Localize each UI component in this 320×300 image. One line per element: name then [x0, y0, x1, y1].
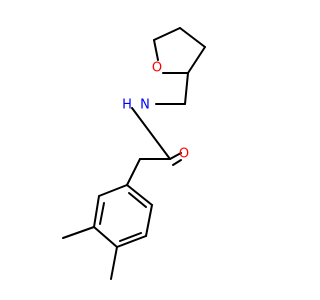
bond-aryl-inner-1	[99, 202, 105, 225]
bond-aryl-methyl-2	[110, 246, 118, 280]
bond-aryl-c5-c6	[145, 204, 153, 237]
structure-canvas: O N H O	[62, 27, 206, 280]
bond-ring-c5-o	[153, 39, 159, 61]
bond-aryl-c2-c3	[93, 195, 100, 228]
bond-aryl-methyl-1	[62, 226, 95, 239]
bond-nh-carbonyl-c	[131, 107, 171, 160]
nitrogen-label: N	[140, 98, 150, 113]
bond-aryl-c4-c5	[116, 235, 147, 248]
bond-carbonyl-double-2	[172, 159, 182, 166]
bond-aryl-inner-3	[128, 192, 147, 208]
bond-carbonyl-double-1	[169, 152, 182, 160]
bond-ch2-aryl	[126, 158, 141, 186]
bond-ring-c3-c4	[179, 27, 206, 48]
bond-ring-c2-ch2	[184, 72, 189, 105]
bond-aryl-c3-c4	[93, 226, 118, 248]
hydrogen-label: H	[122, 98, 132, 113]
bond-aryl-inner-2	[119, 232, 142, 242]
carbonyl-oxygen-label: O	[179, 147, 189, 162]
bond-ring-c4-c5	[153, 27, 181, 41]
molecule-drawing: O N H O	[62, 27, 206, 280]
ring-oxygen-label: O	[152, 61, 162, 76]
bond-aryl-c1-c2	[98, 184, 128, 197]
bond-aryl-c6-c1	[126, 184, 153, 206]
bond-ring-c2-c3	[187, 46, 206, 74]
